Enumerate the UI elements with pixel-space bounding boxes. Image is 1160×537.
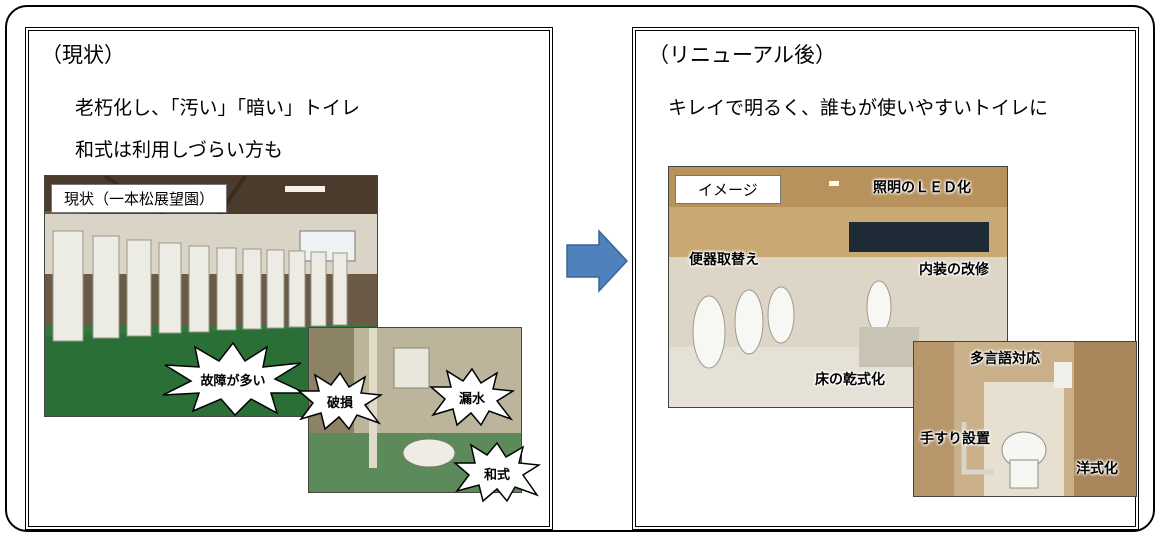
- callout-led: 照明のＬＥＤ化: [873, 180, 971, 196]
- burst-damage: 破損: [297, 371, 383, 431]
- western-toilet-photo: 多言語対応 手すり設置 洋式化: [913, 341, 1137, 497]
- burst-text: 漏水: [459, 391, 486, 407]
- callout-toilet-replacement: 便器取替え: [689, 252, 759, 268]
- description-line: キレイで明るく、誰もが使いやすいトイレに: [668, 97, 1049, 119]
- burst-text: 破損: [327, 395, 354, 411]
- current-state-panel: （現状） 老朽化し、「汚い」「暗い」トイレ 和式は利用しづらい方も: [25, 27, 553, 530]
- burst-text: 故障が多い: [200, 373, 265, 389]
- callout-multilingual: 多言語対応: [970, 351, 1040, 367]
- renovated-restroom-photo: イメージ 照明のＬＥＤ化 便器取替え 内装の改修 床の乾式化: [668, 166, 1008, 408]
- renovated-restroom-illustration: [669, 167, 1007, 407]
- burst-squat: 和式: [453, 441, 541, 503]
- western-toilet-illustration: [914, 342, 1136, 496]
- photo-label: 現状（一本松展望園）: [51, 184, 228, 213]
- arrow-right-icon: [566, 229, 629, 293]
- panel-heading: （現状）: [41, 43, 125, 67]
- callout-handrail: 手すり設置: [920, 431, 990, 447]
- callout-western-style: 洋式化: [1076, 461, 1118, 477]
- after-renewal-panel: （リニューアル後） キレイで明るく、誰もが使いやすいトイレに イメージ 照明のＬ…: [632, 27, 1139, 530]
- description-line: 老朽化し、「汚い」「暗い」トイレ: [75, 97, 361, 119]
- outer-frame: [5, 5, 1155, 532]
- burst-breakdown: 故障が多い: [162, 341, 306, 417]
- burst-text: 和式: [484, 467, 510, 483]
- photo-label: イメージ: [675, 175, 781, 204]
- burst-leak: 漏水: [429, 367, 515, 427]
- callout-interior: 内装の改修: [919, 262, 989, 278]
- panel-heading: （リニューアル後）: [648, 43, 836, 67]
- callout-dry-floor: 床の乾式化: [815, 372, 885, 388]
- description-line: 和式は利用しづらい方も: [75, 139, 283, 161]
